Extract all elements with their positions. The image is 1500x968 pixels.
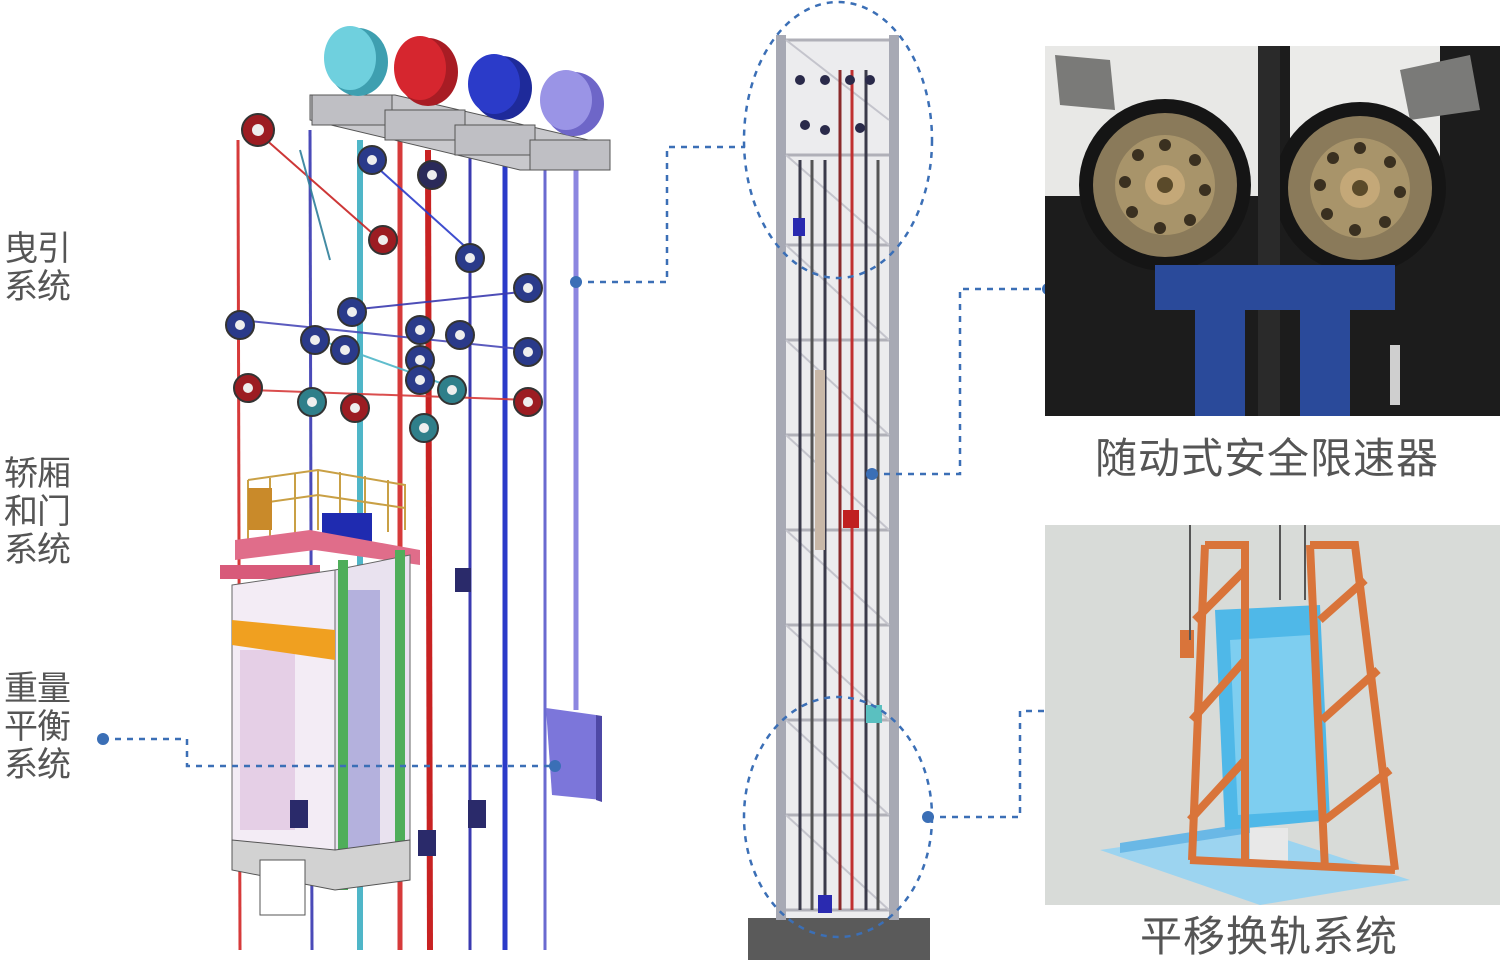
traction-sheaves: [324, 26, 604, 136]
tower-base: [748, 918, 930, 960]
elevator-car: [220, 468, 486, 916]
label-counterweight-line3: 系统: [4, 745, 71, 785]
caption-rail-transfer: 平移换轨系统: [1140, 912, 1399, 961]
rail-transfer-render: [1045, 525, 1500, 905]
governor-photo: [1045, 46, 1500, 416]
counterweight-block: [546, 708, 602, 802]
label-car-door-line1: 轿厢: [4, 454, 71, 494]
connector-counterweight: [103, 737, 555, 768]
label-traction-line1: 曳引: [4, 229, 71, 269]
connector-governor: [872, 287, 1048, 476]
label-counterweight-line2: 平衡: [4, 707, 71, 747]
connector-traction: [576, 145, 745, 284]
label-traction-system: 曳引 系统: [4, 229, 71, 307]
top-beams: [309, 94, 611, 171]
label-car-door-system: 轿厢 和门 系统: [4, 454, 71, 570]
tower-top-highlight: [742, 0, 934, 280]
caption-governor: 随动式安全限速器: [1095, 434, 1440, 483]
label-counterweight-system: 重量 平衡 系统: [4, 669, 71, 785]
elevator-mechanism-model: [220, 26, 611, 951]
label-car-door-line3: 系统: [4, 530, 71, 570]
pulleys: [225, 113, 543, 443]
test-tower: [748, 35, 930, 960]
label-traction-line2: 系统: [4, 267, 71, 307]
label-counterweight-line1: 重量: [4, 669, 71, 709]
label-car-door-line2: 和门: [4, 492, 71, 532]
